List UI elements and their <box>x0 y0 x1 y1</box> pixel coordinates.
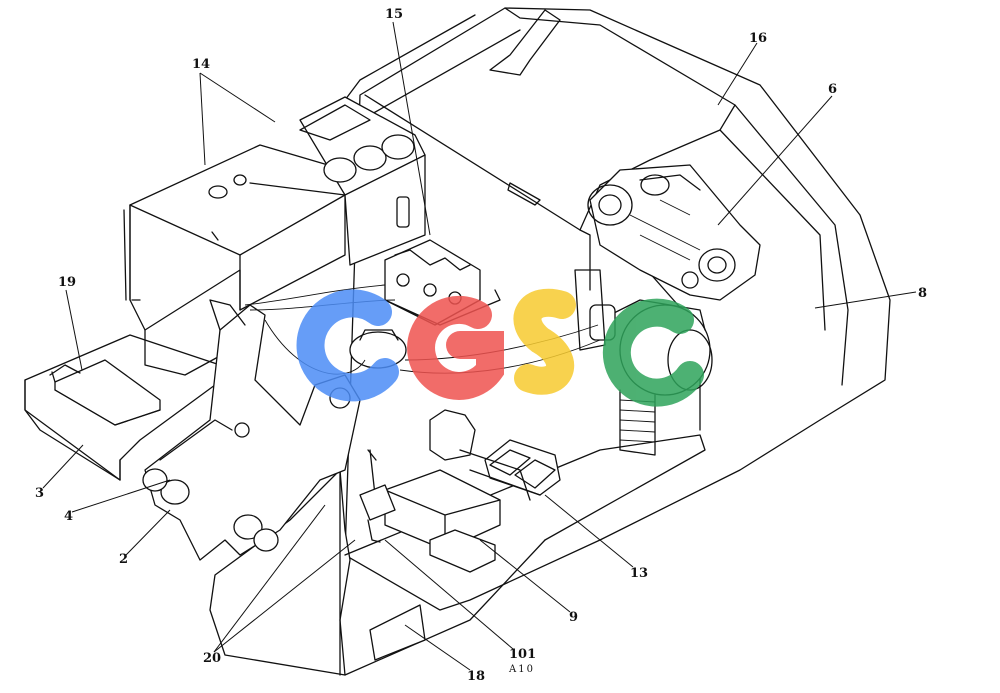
hydraulic-reservoir <box>299 96 426 266</box>
battery-box-panel <box>369 604 426 661</box>
callout-14: 14 <box>192 57 210 72</box>
callout-9: 9 <box>569 610 578 625</box>
fuel-tank <box>123 144 346 376</box>
callout-16: 16 <box>749 31 767 46</box>
swing-motor <box>349 329 407 369</box>
callout-4: 4 <box>64 509 73 524</box>
watermark-letter-c1 <box>296 289 399 402</box>
control-console <box>459 439 561 501</box>
watermark-letter-c2 <box>602 298 704 407</box>
watermark-letter-g <box>407 295 504 400</box>
callout-18: 18 <box>467 669 485 684</box>
callout-13: 13 <box>630 566 648 581</box>
callout-20: 20 <box>203 651 221 666</box>
callout-8: 8 <box>918 286 927 301</box>
leader-lines <box>42 21 917 671</box>
callout-6: 6 <box>828 82 837 97</box>
operator-seat <box>359 409 501 573</box>
watermark-logo <box>296 288 704 407</box>
callout-2: 2 <box>119 552 128 567</box>
callout-15: 15 <box>385 7 403 22</box>
callout-3: 3 <box>35 486 44 501</box>
toolbox <box>49 359 161 426</box>
callout-labels: 15 14 16 6 19 8 3 4 2 13 9 20 101 18 A10 <box>35 7 927 684</box>
watermark-letter-s <box>513 288 576 395</box>
callout-19: 19 <box>58 275 76 290</box>
engine <box>587 164 761 301</box>
drawing-number: A10 <box>508 664 535 675</box>
engine-hood-body <box>344 7 891 611</box>
boom-bracket <box>142 299 361 561</box>
callout-101: 101 <box>509 647 536 662</box>
